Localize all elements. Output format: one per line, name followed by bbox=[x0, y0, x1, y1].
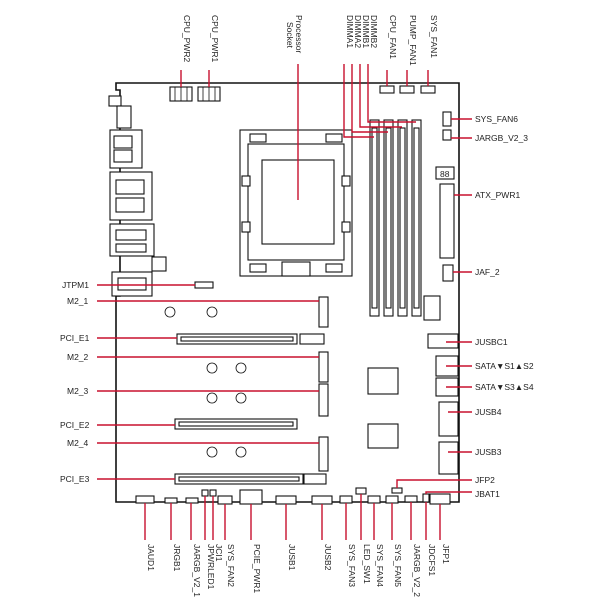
label-socket: Socket bbox=[285, 22, 295, 49]
right-edge-connectors bbox=[391, 355, 459, 503]
processor-socket bbox=[239, 129, 353, 277]
label-sys-fan3: SYS_FAN3 bbox=[347, 544, 357, 587]
label-jtpm1: JTPM1 bbox=[62, 280, 89, 290]
label-pcie-pwr1: PCIE_PWR1 bbox=[252, 544, 262, 593]
callout-lines bbox=[97, 64, 472, 540]
label-jusbc1: JUSBC1 bbox=[475, 337, 508, 347]
debug-led-display: 88 bbox=[435, 166, 455, 180]
dimm-slots bbox=[369, 119, 441, 321]
label-jargb-v2-2: JARGB_V2_2 bbox=[412, 544, 422, 597]
label-jargb-v2-1: JARGB_V2_1 bbox=[192, 544, 202, 597]
label-m2-4: M2_4 bbox=[67, 438, 89, 448]
bottom-labels: JAUD1 JRGB1 JARGB_V2_1 JPWRLED1 JCI1 SYS… bbox=[146, 544, 451, 597]
label-jfp1: JFP1 bbox=[441, 544, 451, 564]
label-cpu-pwr1: CPU_PWR1 bbox=[210, 15, 220, 63]
label-atx-pwr1: ATX_PWR1 bbox=[475, 190, 520, 200]
left-labels: JTPM1 M2_1 PCI_E1 M2_2 M2_3 PCI_E2 M2_4 … bbox=[60, 280, 90, 484]
label-jfp2: JFP2 bbox=[475, 475, 495, 485]
label-jci1: JCI1 bbox=[214, 544, 224, 562]
debug-display-text: 88 bbox=[440, 169, 450, 179]
label-jdcfs1: JDCFS1 bbox=[427, 544, 437, 576]
label-processor: Processor bbox=[294, 15, 304, 53]
label-dimmb1: DIMMB1 bbox=[361, 15, 371, 48]
cpu-power-connectors bbox=[169, 86, 221, 102]
label-jpwrled1: JPWRLED1 bbox=[206, 544, 216, 590]
label-cpu-fan1: CPU_FAN1 bbox=[388, 15, 398, 59]
label-pci-e3: PCI_E3 bbox=[60, 474, 90, 484]
label-jaud1: JAUD1 bbox=[146, 544, 156, 571]
label-sys-fan5: SYS_FAN5 bbox=[393, 544, 403, 587]
m2-slots bbox=[164, 296, 329, 472]
label-m2-3: M2_3 bbox=[67, 386, 89, 396]
tpm-header bbox=[194, 281, 214, 289]
label-m2-2: M2_2 bbox=[67, 352, 89, 362]
label-dimmb2: DIMMB2 bbox=[369, 15, 379, 48]
label-sata-s1s2: SATA▼S1▲S2 bbox=[475, 361, 534, 371]
right-labels: SYS_FAN6 JARGB_V2_3 ATX_PWR1 JAF_2 JUSBC… bbox=[475, 114, 534, 499]
label-m2-1: M2_1 bbox=[67, 296, 89, 306]
label-jargb-v2-3: JARGB_V2_3 bbox=[475, 133, 528, 143]
pcie-slots bbox=[174, 333, 459, 485]
label-pci-e1: PCI_E1 bbox=[60, 333, 90, 343]
chipsets bbox=[367, 367, 399, 449]
label-jbat1: JBAT1 bbox=[475, 489, 500, 499]
label-pci-e2: PCI_E2 bbox=[60, 420, 90, 430]
label-sys-fan4: SYS_FAN4 bbox=[375, 544, 385, 587]
label-dimma1: DIMMA1 bbox=[345, 15, 355, 48]
label-jusb4: JUSB4 bbox=[475, 407, 502, 417]
label-sys-fan6: SYS_FAN6 bbox=[475, 114, 518, 124]
label-sys-fan1: SYS_FAN1 bbox=[429, 15, 439, 58]
label-sys-fan2: SYS_FAN2 bbox=[226, 544, 236, 587]
label-cpu-pwr2: CPU_PWR2 bbox=[182, 15, 192, 63]
label-jusb1: JUSB1 bbox=[287, 544, 297, 571]
label-jusb2: JUSB2 bbox=[323, 544, 333, 571]
rear-io-panel bbox=[108, 95, 167, 297]
label-jaf-2: JAF_2 bbox=[475, 267, 500, 277]
top-labels: CPU_PWR2 CPU_PWR1 Processor Socket DIMMA… bbox=[182, 15, 439, 66]
atx-power-connector bbox=[439, 183, 455, 259]
label-jusb3: JUSB3 bbox=[475, 447, 502, 457]
jaf-2-header bbox=[442, 264, 454, 282]
label-pump-fan1: PUMP_FAN1 bbox=[408, 15, 418, 66]
label-sata-s3s4: SATA▼S3▲S4 bbox=[475, 382, 534, 392]
label-led-sw1: LED_SW1 bbox=[362, 544, 372, 584]
label-jrgb1: JRGB1 bbox=[172, 544, 182, 572]
bottom-headers bbox=[135, 487, 451, 505]
motherboard: 88 bbox=[108, 82, 460, 505]
label-dimma2: DIMMA2 bbox=[353, 15, 363, 48]
